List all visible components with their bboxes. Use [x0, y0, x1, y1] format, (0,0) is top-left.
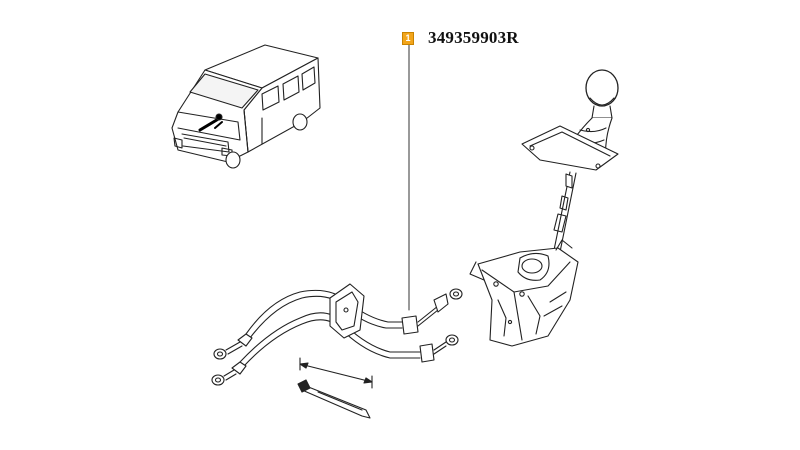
- gear-control-cables: [211, 283, 463, 386]
- part-callout[interactable]: 1 349359903R: [402, 28, 519, 48]
- part-number-label: 349359903R: [428, 28, 519, 47]
- dimension-arrow: [299, 357, 373, 389]
- gear-selector-housing: [469, 239, 579, 347]
- gear-lever: [521, 69, 619, 253]
- callout-marker[interactable]: 1: [402, 31, 414, 45]
- van-illustration: [171, 44, 321, 169]
- cable-tie: [297, 379, 371, 419]
